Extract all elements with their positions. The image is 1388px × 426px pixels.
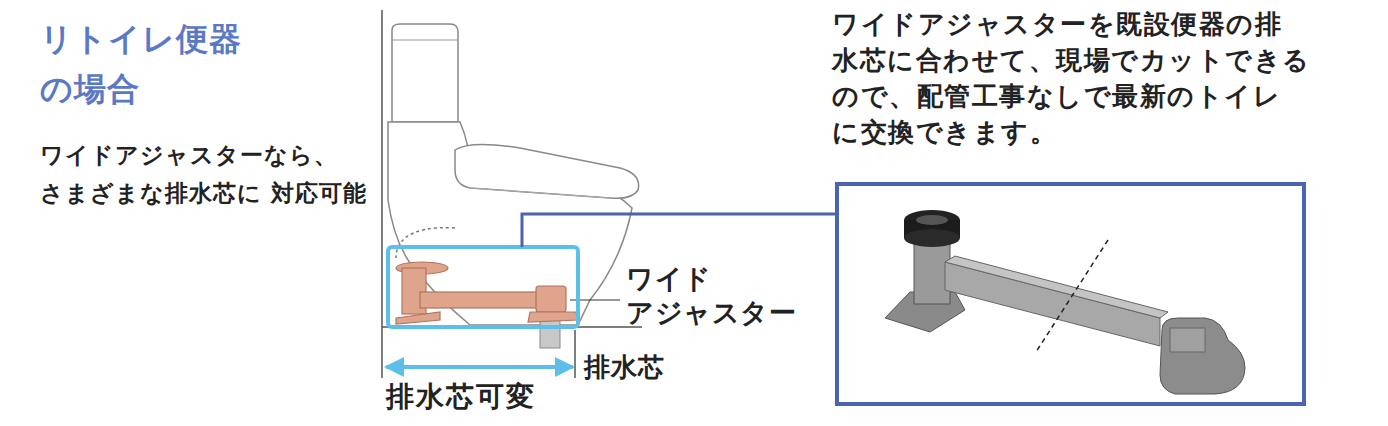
drain-label: 排水芯 bbox=[584, 350, 665, 384]
bracket-line bbox=[522, 214, 836, 247]
toilet-tank bbox=[392, 24, 458, 122]
dimension-arrow bbox=[386, 365, 573, 369]
wide-adjuster bbox=[396, 262, 578, 324]
tank-lid bbox=[392, 40, 458, 41]
part-label: ワイド アジャスター bbox=[626, 262, 826, 330]
drain-pipe bbox=[540, 318, 560, 348]
description-text: ワイドアジャスターなら、 さまざまな排水芯に 対応可能 bbox=[40, 136, 380, 212]
wall-line bbox=[381, 10, 383, 378]
trap-line bbox=[396, 228, 455, 258]
explanation-text: ワイドアジャスターを既設便器の排 水芯に合わせて、現場でカットできる ので、配管… bbox=[832, 6, 1332, 150]
highlight-box bbox=[388, 247, 578, 327]
dimension-label: 排水芯可変 bbox=[386, 378, 536, 416]
detail-frame bbox=[837, 184, 1304, 404]
adjuster-photo bbox=[885, 210, 1245, 394]
seat-lid bbox=[455, 144, 639, 198]
heading: リトイレ便器 の場合 bbox=[40, 14, 270, 114]
cut-line bbox=[1036, 240, 1108, 352]
